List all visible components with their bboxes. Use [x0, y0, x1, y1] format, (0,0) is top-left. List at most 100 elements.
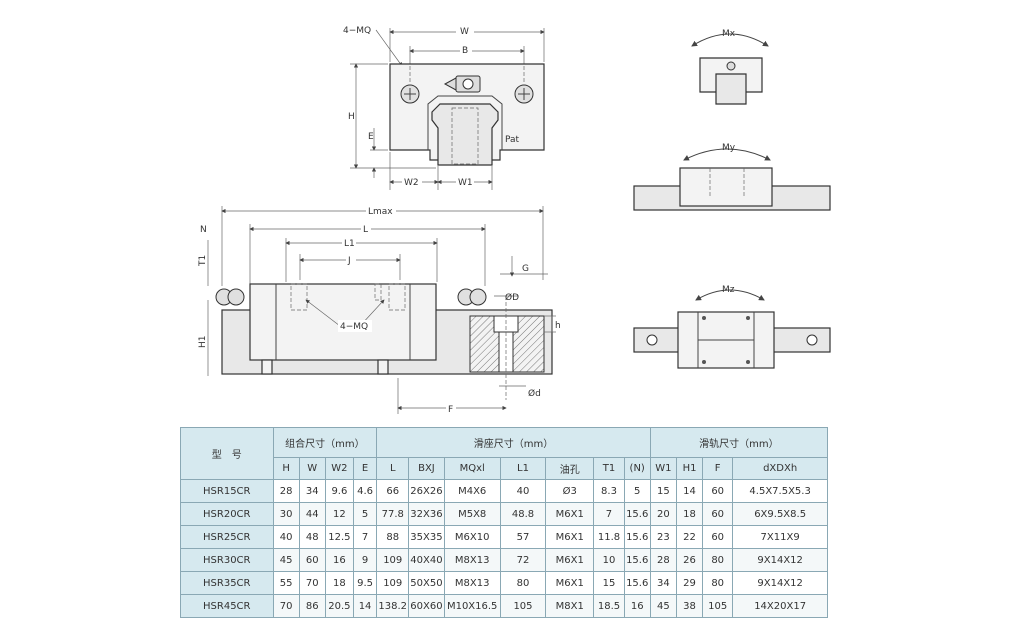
model-cell: HSR20CR — [180, 502, 274, 526]
table-cell: 14 — [352, 594, 378, 618]
label-pat: Pat — [505, 135, 520, 145]
screw-icon — [514, 84, 534, 104]
screw-icon — [400, 84, 420, 104]
table-cell: M6X1 — [545, 502, 595, 526]
table-cell: Ø3 — [545, 479, 595, 503]
table-cell: 28 — [649, 548, 677, 572]
table-cell: 70 — [298, 571, 326, 595]
table-cell: 72 — [499, 548, 547, 572]
table-cell: 20 — [649, 502, 677, 526]
table-cell: 66 — [376, 479, 410, 503]
table-cell: 7 — [593, 502, 625, 526]
col-header: W1 — [649, 457, 677, 480]
model-cell: HSR30CR — [180, 548, 274, 572]
moment-view-mz: Mz — [633, 285, 831, 369]
col-header: W2 — [324, 457, 354, 480]
table-cell: 7 — [352, 525, 378, 549]
table-cell: 15 — [593, 571, 625, 595]
table-cell: 18 — [324, 571, 354, 595]
header-rail-dimensions: 滑轨尺寸（mm） — [649, 427, 829, 458]
table-cell: 9 — [352, 548, 378, 572]
table-cell: 23 — [649, 525, 677, 549]
label-od-big: ØD — [505, 292, 519, 303]
table-cell: 16 — [324, 548, 354, 572]
label-h1: H1 — [198, 336, 208, 349]
col-header: H1 — [675, 457, 704, 480]
table-cell: 70 — [272, 594, 300, 618]
col-header: W — [298, 457, 326, 480]
table-cell: 34 — [649, 571, 677, 595]
table-cell: 12 — [324, 502, 354, 526]
table-cell: 29 — [675, 571, 704, 595]
header-block-dimensions: 滑座尺寸（mm） — [376, 427, 651, 458]
table-cell: M8X13 — [443, 548, 501, 572]
label-n: N — [200, 225, 207, 235]
table-cell: 14X20X17 — [732, 594, 828, 618]
table-cell: 48.8 — [499, 502, 547, 526]
table-cell: 15 — [649, 479, 677, 503]
table-cell: 18 — [675, 502, 704, 526]
table-cell: M6X10 — [443, 525, 501, 549]
label-h: H — [348, 112, 355, 122]
table-cell: 10 — [593, 548, 625, 572]
table-cell: 32X36 — [408, 502, 445, 526]
table-cell: 45 — [649, 594, 677, 618]
technical-drawing: W B 4−MQ Pat — [198, 26, 831, 415]
table-cell: 34 — [298, 479, 326, 503]
table-cell: 9X14X12 — [732, 571, 828, 595]
label-f: F — [448, 405, 453, 415]
table-cell: 60 — [702, 525, 734, 549]
table-cell: M6X1 — [545, 571, 595, 595]
table-cell: M6X1 — [545, 548, 595, 572]
model-cell: HSR15CR — [180, 479, 274, 503]
label-l: L — [363, 225, 368, 235]
label-mz: Mz — [722, 285, 735, 295]
table-cell: 60 — [702, 479, 734, 503]
label-w2: W2 — [404, 178, 419, 188]
label-t1: T1 — [198, 255, 208, 267]
col-header: L — [376, 457, 410, 480]
label-4mq-side: 4−MQ — [340, 322, 368, 332]
label-l1: L1 — [344, 239, 355, 249]
table-cell: 105 — [702, 594, 734, 618]
label-w: W — [460, 27, 469, 37]
table-cell: 26 — [675, 548, 704, 572]
table-cell: 50X50 — [408, 571, 445, 595]
moment-view-mx: Mx — [691, 29, 769, 105]
table-cell: 28 — [272, 479, 300, 503]
table-cell: 80 — [702, 571, 734, 595]
table-cell: 26X26 — [408, 479, 445, 503]
label-my: My — [722, 143, 736, 153]
table-cell: 6X9.5X8.5 — [732, 502, 828, 526]
table-cell: 60 — [298, 548, 326, 572]
table-cell: 8.3 — [593, 479, 625, 503]
table-cell: 15.6 — [623, 525, 651, 549]
table-cell: 48 — [298, 525, 326, 549]
label-od-small: Ød — [528, 388, 541, 399]
col-header: (N) — [623, 457, 651, 480]
label-g: G — [522, 264, 529, 274]
table-cell: 30 — [272, 502, 300, 526]
col-header: L1 — [499, 457, 547, 480]
table-cell: 40 — [272, 525, 300, 549]
table-cell: 4.5X7.5X5.3 — [732, 479, 828, 503]
label-h-small: h — [555, 321, 561, 331]
table-cell: M8X13 — [443, 571, 501, 595]
table-cell: M8X1 — [545, 594, 595, 618]
table-cell: 35X35 — [408, 525, 445, 549]
col-header: H — [272, 457, 300, 480]
table-cell: 44 — [298, 502, 326, 526]
table-cell: 22 — [675, 525, 704, 549]
table-cell: 5 — [623, 479, 651, 503]
table-cell: 60X60 — [408, 594, 445, 618]
table-cell: 38 — [675, 594, 704, 618]
table-cell: 15.6 — [623, 571, 651, 595]
moment-view-my: My — [633, 143, 831, 211]
table-cell: 11.8 — [593, 525, 625, 549]
header-model: 型 号 — [180, 427, 274, 480]
header-assembly-dimensions: 组合尺寸（mm） — [272, 427, 378, 458]
